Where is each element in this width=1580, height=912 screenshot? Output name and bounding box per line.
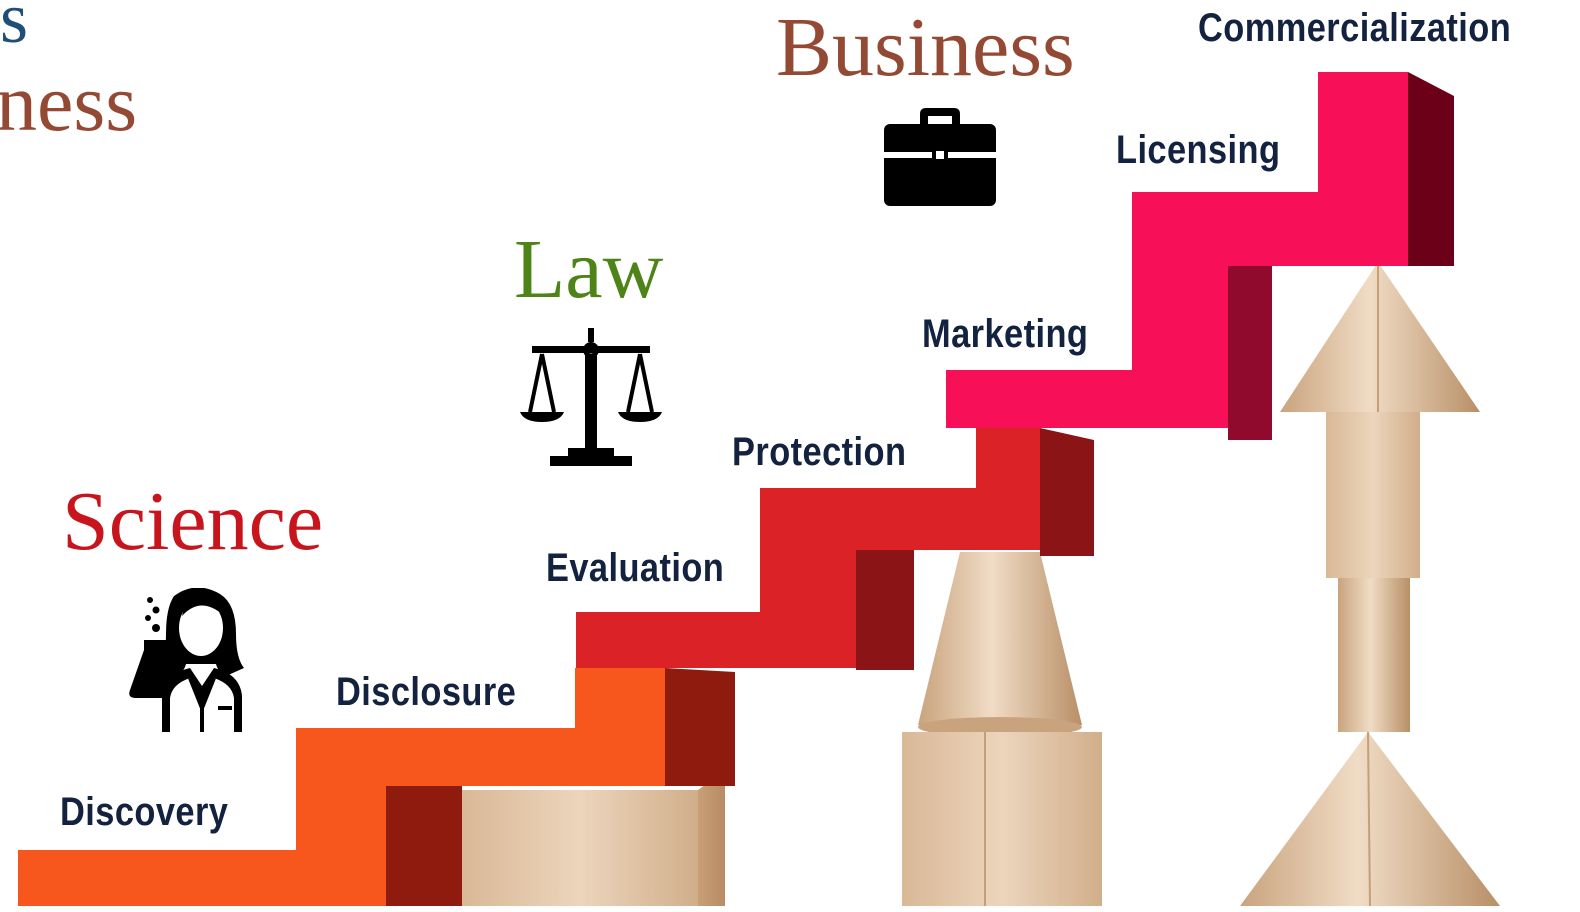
- briefcase-icon: [884, 108, 996, 206]
- step-label-disclosure: Disclosure: [336, 670, 517, 714]
- wood-cone: [918, 552, 1082, 725]
- wood-cube: [462, 790, 698, 906]
- wood-arrow-top: [1280, 262, 1480, 412]
- scales-of-justice-icon: [520, 328, 662, 466]
- category-science-title: Science: [62, 475, 324, 568]
- step-label-discovery: Discovery: [60, 790, 229, 834]
- step-label-evaluation: Evaluation: [546, 546, 725, 590]
- step-label-protection: Protection: [732, 430, 907, 474]
- category-business-title: Business: [776, 1, 1075, 94]
- scientist-icon: [129, 588, 244, 732]
- step-label-licensing: Licensing: [1116, 128, 1281, 172]
- step-block-red-side: [1040, 428, 1094, 556]
- staircase: [18, 72, 1454, 906]
- category-law-title: Law: [514, 223, 664, 316]
- step-block-orange: [18, 668, 665, 906]
- step-label-marketing: Marketing: [922, 312, 1089, 356]
- step-block-pink: [946, 72, 1408, 428]
- wood-cube-side: [698, 770, 725, 906]
- step-label-commercialization: Commercialization: [1198, 6, 1512, 50]
- step-block-orange-side: [665, 668, 735, 786]
- step-block-red: [576, 428, 1040, 668]
- wood-block: [902, 732, 1102, 906]
- cropped-category-top: s: [0, 0, 29, 58]
- cropped-category-middle: ness: [0, 57, 138, 148]
- step-block-pink-side: [1408, 72, 1454, 266]
- wooden-supports: [462, 262, 1500, 907]
- wood-post: [1326, 412, 1420, 578]
- wood-cylinder: [1338, 578, 1410, 732]
